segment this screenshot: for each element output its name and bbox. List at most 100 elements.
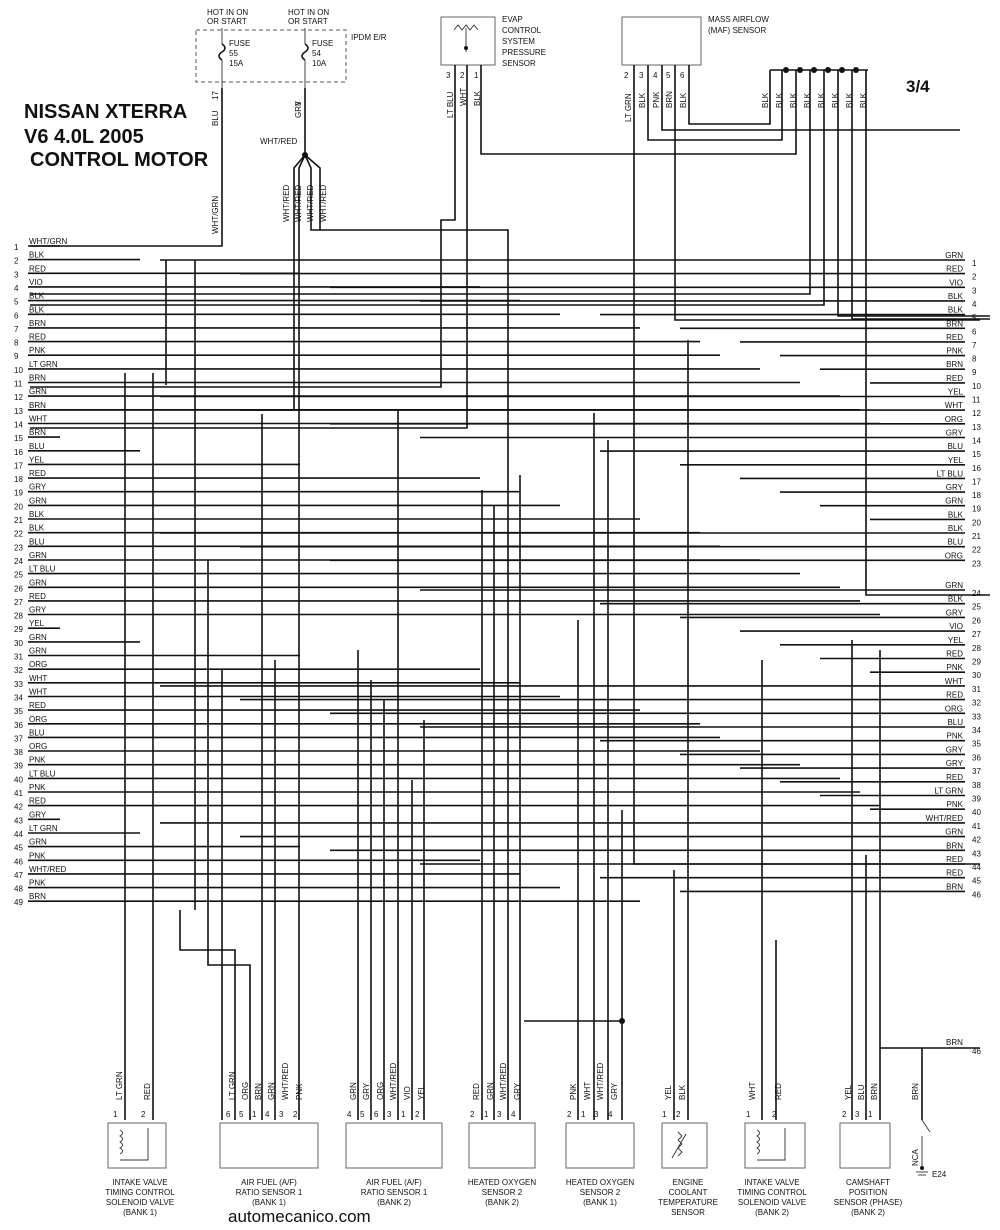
svg-text:25: 25 — [972, 603, 981, 612]
svg-text:LT GRN: LT GRN — [29, 360, 58, 369]
svg-text:PNK: PNK — [947, 800, 964, 809]
svg-text:PNK: PNK — [29, 851, 46, 860]
svg-text:YEL: YEL — [948, 456, 964, 465]
ecm-right-pin: RED 44 — [420, 855, 981, 872]
svg-text:2: 2 — [772, 1110, 777, 1119]
svg-text:2: 2 — [624, 71, 629, 80]
svg-text:YEL: YEL — [29, 455, 45, 464]
svg-text:RATIO SENSOR 1: RATIO SENSOR 1 — [236, 1188, 303, 1197]
svg-text:SYSTEM: SYSTEM — [502, 37, 535, 46]
svg-text:LT GRN: LT GRN — [934, 787, 963, 796]
svg-text:OR START: OR START — [288, 17, 328, 26]
svg-text:RED: RED — [946, 691, 963, 700]
svg-text:3: 3 — [279, 1110, 284, 1119]
svg-text:BLU: BLU — [29, 537, 45, 546]
svg-text:6: 6 — [680, 71, 685, 80]
svg-text:WHT/RED: WHT/RED — [499, 1062, 508, 1100]
svg-text:7: 7 — [14, 325, 19, 334]
svg-text:RED: RED — [143, 1083, 152, 1100]
svg-text:17: 17 — [211, 91, 220, 100]
svg-text:4: 4 — [653, 71, 658, 80]
svg-text:LT BLU: LT BLU — [29, 565, 56, 574]
svg-text:4: 4 — [347, 1110, 352, 1119]
svg-text:BRN: BRN — [946, 882, 963, 891]
svg-text:WHT/RED: WHT/RED — [596, 1062, 605, 1100]
svg-text:PNK: PNK — [29, 783, 46, 792]
svg-text:BRN: BRN — [29, 374, 46, 383]
svg-text:6: 6 — [972, 327, 977, 336]
svg-text:BRN: BRN — [946, 360, 963, 369]
svg-text:39: 39 — [14, 762, 23, 771]
svg-text:32: 32 — [972, 699, 981, 708]
svg-text:SOLENOID VALVE: SOLENOID VALVE — [106, 1198, 174, 1207]
svg-text:WHT/RED: WHT/RED — [29, 865, 67, 874]
svg-text:AIR FUEL (A/F): AIR FUEL (A/F) — [241, 1178, 297, 1187]
svg-text:4: 4 — [265, 1110, 270, 1119]
svg-text:GRY: GRY — [362, 1082, 371, 1100]
svg-text:1: 1 — [868, 1110, 873, 1119]
svg-text:RED: RED — [946, 855, 963, 864]
svg-text:1: 1 — [484, 1110, 489, 1119]
ecm-left-pin: 24 GRN — [14, 551, 760, 566]
svg-text:17: 17 — [14, 461, 23, 470]
svg-text:2: 2 — [470, 1110, 475, 1119]
svg-text:ORG: ORG — [241, 1082, 250, 1100]
svg-text:PNK: PNK — [947, 732, 964, 741]
svg-text:GRY: GRY — [610, 1082, 619, 1100]
svg-text:GRN: GRN — [29, 551, 47, 560]
svg-text:HEATED OXYGEN: HEATED OXYGEN — [566, 1178, 635, 1187]
svg-text:BLK: BLK — [638, 92, 647, 108]
svg-text:6: 6 — [374, 1110, 379, 1119]
ipdm-fuse-box: IPDM E/R HOT IN ON OR START HOT IN ON OR… — [195, 8, 387, 234]
svg-text:INTAKE VALVE: INTAKE VALVE — [744, 1178, 799, 1187]
svg-text:BRN: BRN — [29, 892, 46, 901]
svg-text:WHT/RED: WHT/RED — [260, 137, 298, 146]
svg-text:1: 1 — [662, 1110, 667, 1119]
svg-text:WHT/GRN: WHT/GRN — [211, 196, 220, 234]
svg-text:5: 5 — [666, 71, 671, 80]
svg-text:39: 39 — [972, 795, 981, 804]
svg-text:HOT IN ON: HOT IN ON — [288, 8, 329, 17]
svg-text:(BANK 2): (BANK 2) — [485, 1198, 519, 1207]
svg-text:44: 44 — [972, 863, 981, 872]
svg-text:ORG: ORG — [29, 742, 47, 751]
svg-text:2: 2 — [567, 1110, 572, 1119]
svg-text:3: 3 — [855, 1110, 860, 1119]
svg-text:46: 46 — [972, 1047, 981, 1056]
svg-text:2: 2 — [14, 257, 19, 266]
svg-text:16: 16 — [972, 464, 981, 473]
svg-text:RED: RED — [29, 701, 46, 710]
svg-text:55: 55 — [229, 49, 238, 58]
svg-text:GRN: GRN — [29, 838, 47, 847]
svg-text:BLK: BLK — [948, 292, 964, 301]
svg-text:24: 24 — [14, 557, 23, 566]
svg-text:BLK: BLK — [803, 92, 812, 108]
svg-text:SENSOR (PHASE): SENSOR (PHASE) — [834, 1198, 903, 1207]
svg-text:28: 28 — [14, 612, 23, 621]
svg-text:BLU: BLU — [29, 728, 45, 737]
svg-text:13: 13 — [972, 423, 981, 432]
svg-text:5: 5 — [360, 1110, 365, 1119]
svg-text:23: 23 — [14, 543, 23, 552]
